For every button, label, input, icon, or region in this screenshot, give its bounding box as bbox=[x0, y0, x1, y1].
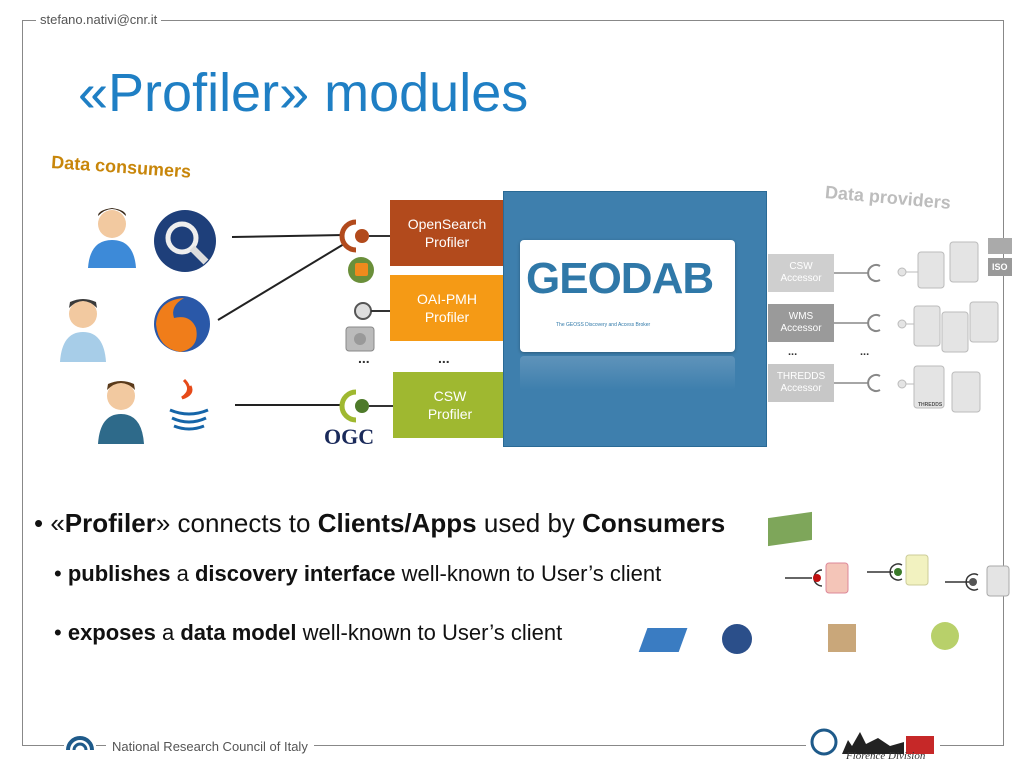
profiler-label-line1: CSW bbox=[434, 388, 467, 404]
logo-reflection bbox=[520, 356, 735, 390]
ellipsis: ... bbox=[788, 346, 797, 358]
accessor-label-line1: THREDDS bbox=[777, 371, 825, 382]
profiler-label-line2: Profiler bbox=[428, 406, 472, 422]
accessor-label-line1: CSW bbox=[789, 261, 812, 272]
bullet-sub-exposes: • exposes a data model well-known to Use… bbox=[54, 620, 562, 646]
footer-org-name: National Research Council of Italy bbox=[106, 739, 314, 754]
ellipsis: ... bbox=[438, 350, 450, 366]
profiler-label-line1: OAI-PMH bbox=[417, 291, 477, 307]
geo-dab-logo-text: GEODAB bbox=[526, 254, 713, 304]
csw-profiler-box: CSW Profiler bbox=[393, 372, 507, 438]
ogc-logo: OGC bbox=[324, 424, 374, 450]
user-icon bbox=[58, 296, 108, 367]
profiler-label-line2: Profiler bbox=[425, 309, 469, 325]
iso-badge: ISO bbox=[992, 262, 1008, 272]
accessor-label-line2: Accessor bbox=[780, 383, 821, 394]
ellipsis: ... bbox=[860, 346, 869, 358]
user-icon bbox=[96, 378, 146, 449]
oai-pmh-profiler-box: OAI-PMH Profiler bbox=[390, 275, 504, 341]
geo-dab-tagline: The GEOSS Discovery and Access Broker bbox=[556, 322, 650, 328]
bullet-sub-publishes: • publishes a discovery interface well-k… bbox=[54, 561, 661, 587]
division-label: Florence Division bbox=[846, 750, 925, 762]
accessor-label-line1: WMS bbox=[789, 311, 813, 322]
java-icon bbox=[164, 376, 214, 441]
ellipsis: ... bbox=[358, 350, 370, 366]
accessor-label-line2: Accessor bbox=[780, 273, 821, 284]
thredds-server-label: THREDDS bbox=[918, 402, 942, 408]
profiler-label-line1: OpenSearch bbox=[408, 216, 487, 232]
cnr-logo-icon bbox=[64, 728, 96, 756]
florence-division-logo: Florence Division bbox=[806, 726, 940, 769]
accessor-label-line2: Accessor bbox=[780, 323, 821, 334]
profiler-label-line2: Profiler bbox=[425, 234, 469, 250]
user-icon bbox=[86, 206, 138, 273]
firefox-icon bbox=[150, 292, 214, 361]
search-globe-icon bbox=[152, 208, 218, 279]
geo-dab-logo-card: GEODAB The GEOSS Discovery and Access Br… bbox=[520, 240, 735, 352]
bullet-main: • «Profiler» connects to Clients/Apps us… bbox=[34, 508, 725, 539]
